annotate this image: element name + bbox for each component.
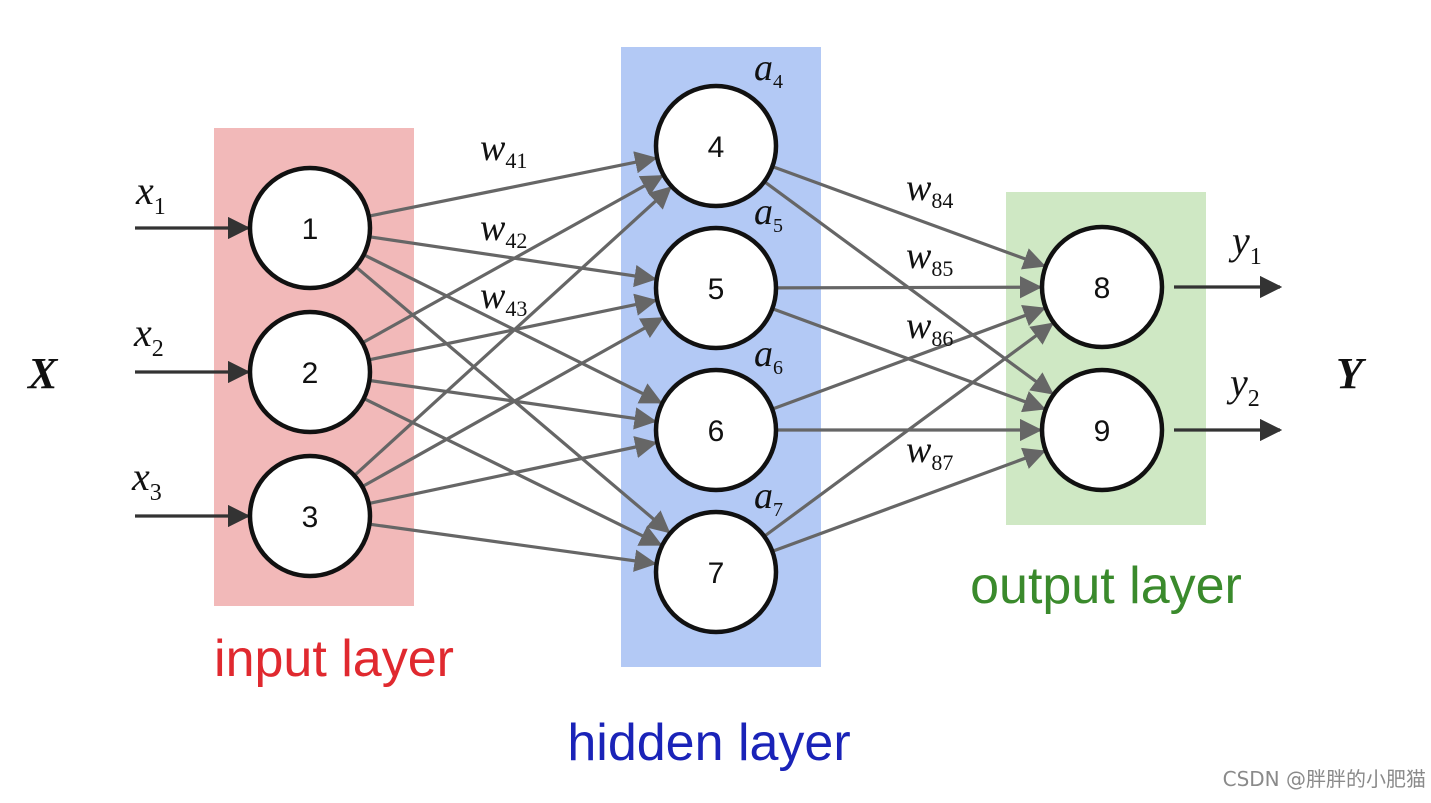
weight-label-w86: w86 (906, 305, 953, 351)
nodes-group: 1 2 3 4 5 6 7 8 9 (247, 83, 1165, 635)
node-8: 8 (1039, 224, 1165, 350)
weight-label-w43-sub: 43 (505, 296, 527, 321)
input-label-x3-var: x (131, 454, 150, 499)
weight-label-w43: w43 (480, 275, 527, 321)
weight-label-w85: w85 (906, 235, 953, 281)
weight-label-w42: w42 (480, 207, 527, 253)
edge-2-4 (362, 174, 664, 344)
activation-label-a6: a6 (754, 333, 783, 379)
weight-label-w41-var: w (480, 127, 506, 169)
input-label-x2-var: x (133, 310, 152, 355)
node-1: 1 (247, 165, 373, 291)
node-7: 7 (653, 509, 779, 635)
output-label-y1: y1 (1228, 218, 1262, 270)
weight-label-w86-sub: 86 (931, 326, 953, 351)
activation-label-a6-sub: 6 (773, 357, 783, 379)
weight-label-w42-sub: 42 (505, 228, 527, 253)
input-label-x3-sub: 3 (150, 480, 162, 506)
weight-label-w87: w87 (906, 429, 953, 475)
node-9: 9 (1039, 367, 1165, 493)
edge-3-6 (369, 436, 658, 505)
activation-label-a5-var: a (754, 191, 773, 233)
node-circle-2 (247, 309, 373, 435)
io-arrows-group (135, 216, 1283, 528)
node-circle-5 (653, 225, 779, 351)
node-label-4: 4 (708, 131, 725, 164)
node-label-6: 6 (708, 415, 725, 448)
activation-label-a4: a4 (754, 47, 783, 93)
edges-group (354, 151, 1054, 572)
input-layer-title: input layer (214, 630, 454, 688)
node-5: 5 (653, 225, 779, 351)
input-symbol: X (26, 349, 59, 398)
output-label-y1-var: y (1228, 218, 1250, 263)
weight-label-w84-var: w (906, 167, 932, 209)
output-label-y2-sub: 2 (1248, 386, 1260, 412)
edge-7-8 (764, 322, 1054, 538)
output-label-y2: y2 (1226, 360, 1260, 412)
weight-label-w86-var: w (906, 305, 932, 347)
weight-label-w87-sub: 87 (931, 450, 953, 475)
node-label-7: 7 (708, 557, 725, 590)
node-label-2: 2 (302, 357, 319, 390)
edge-3-4 (354, 186, 672, 477)
activation-label-a5: a5 (754, 191, 783, 237)
node-circle-1 (247, 165, 373, 291)
watermark: CSDN @胖胖的小肥猫 (1223, 767, 1426, 791)
edge-7-9 (772, 447, 1046, 553)
node-label-5: 5 (708, 273, 725, 306)
weight-label-w41-sub: 41 (505, 148, 527, 173)
activation-label-a4-sub: 4 (773, 71, 783, 93)
edge-1-4 (369, 151, 658, 218)
node-4: 4 (653, 83, 779, 209)
node-circle-6 (653, 367, 779, 493)
node-label-1: 1 (302, 213, 319, 246)
node-circle-9 (1039, 367, 1165, 493)
activation-label-a4-var: a (754, 47, 773, 89)
activation-label-a7-sub: 7 (773, 499, 783, 521)
node-2: 2 (247, 309, 373, 435)
input-label-x1: x1 (135, 168, 166, 220)
node-circle-7 (653, 509, 779, 635)
weight-label-w84: w84 (906, 167, 953, 213)
output-layer-title: output layer (970, 557, 1242, 615)
activation-label-a7: a7 (754, 475, 783, 521)
weight-label-w43-var: w (480, 275, 506, 317)
weight-label-w84-sub: 84 (931, 188, 953, 213)
input-label-x3: x3 (131, 454, 162, 506)
input-label-x2: x2 (133, 310, 164, 362)
edge-5-8 (776, 276, 1043, 299)
activation-label-a7-var: a (754, 475, 773, 517)
input-label-x1-var: x (135, 168, 154, 213)
weight-label-w42-var: w (480, 207, 506, 249)
node-label-8: 8 (1094, 272, 1111, 305)
node-circle-3 (247, 453, 373, 579)
weight-label-w85-var: w (906, 235, 932, 277)
weight-label-w85-sub: 85 (931, 256, 953, 281)
node-6: 6 (653, 367, 779, 493)
output-label-y1-sub: 1 (1250, 244, 1262, 270)
output-label-y2-var: y (1226, 360, 1248, 405)
edge-6-8 (772, 305, 1046, 411)
activation-label-a5-sub: 5 (773, 215, 783, 237)
edge-4-8 (772, 165, 1046, 270)
hidden-layer-title: hidden layer (567, 714, 850, 772)
node-circle-8 (1039, 224, 1165, 350)
node-circle-4 (653, 83, 779, 209)
edge-3-5 (362, 316, 664, 488)
input-label-x2-sub: 2 (152, 336, 164, 362)
input-label-x1-sub: 1 (154, 194, 166, 220)
weight-label-w41: w41 (480, 127, 527, 173)
output-symbol: Y (1336, 349, 1367, 398)
weight-label-w87-var: w (906, 429, 932, 471)
edge-3-7 (370, 522, 657, 572)
node-3: 3 (247, 453, 373, 579)
node-label-3: 3 (302, 501, 319, 534)
activation-label-a6-var: a (754, 333, 773, 375)
node-label-9: 9 (1094, 415, 1111, 448)
